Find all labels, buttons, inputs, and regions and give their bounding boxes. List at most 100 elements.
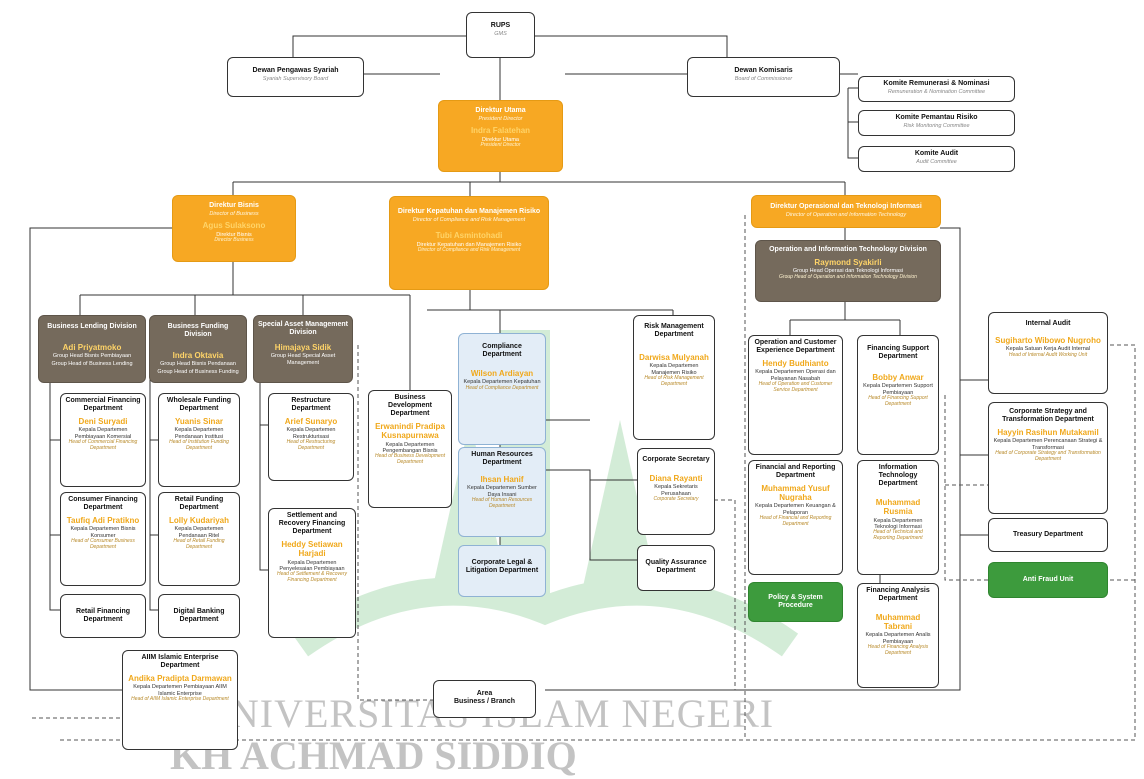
dept-head-role-en: Head of Settlement & Recovery Financing … <box>276 571 348 583</box>
area-title: Area <box>476 690 493 697</box>
dept-title: Quality Assurance Department <box>645 559 707 575</box>
retail-funding-dept: Retail Funding Department Lolly Kudariya… <box>158 492 240 586</box>
corporate-secretary-box: Corporate Secretary Diana Rayanti Kepala… <box>637 448 715 535</box>
dept-head-name: Lolly Kudariyah <box>168 516 229 526</box>
komisaris-title: Dewan Komisaris <box>734 67 793 74</box>
dept-title: Wholesale Funding Department <box>166 397 232 413</box>
dept-head-name: Andika Pradipta Darmawan <box>128 674 232 684</box>
dept-title: Retail Financing Department <box>75 608 131 624</box>
wholesale-funding-dept: Wholesale Funding Department Yuanis Sina… <box>158 393 240 487</box>
division-head-role: Group Head Bisnis Pembiayaan <box>52 353 132 360</box>
dept-head-name: Diana Rayanti <box>649 474 703 484</box>
director-compliance-box: Direktur Kepatuhan dan Manajemen Risiko … <box>389 196 549 290</box>
dept-title: Restructure Department <box>291 397 331 413</box>
quality-assurance-dept: Quality Assurance Department <box>637 545 715 591</box>
director-role-en: Director Business <box>214 236 254 243</box>
division-title: Business Funding Division <box>167 323 229 339</box>
dept-title: Commercial Financing Department <box>65 397 141 413</box>
dept-title: Financial and Reporting Department <box>755 464 836 480</box>
committee-subtitle: Risk Monitoring Committee <box>903 123 970 130</box>
dps-subtitle: Syariah Supervisory Board <box>262 76 329 83</box>
director-title: Direktur Kepatuhan dan Manajemen Risiko <box>397 208 541 215</box>
dept-title: Compliance Department <box>482 343 522 359</box>
dept-title: Digital Banking Department <box>173 608 225 624</box>
dept-title: AIIM Islamic Enterprise Department <box>141 654 219 670</box>
division-head-role-en: Group Head of Business Funding <box>157 368 239 375</box>
dept-title: Anti Fraud Unit <box>1022 576 1074 583</box>
dept-head-name: Heddy Setiawan Harjadi <box>281 540 343 559</box>
rups-subtitle: GMS <box>494 31 507 38</box>
dept-head-name: Muhammad Rusmia <box>875 498 921 517</box>
dept-head-role-en: Head of Financing Analysis Department <box>867 644 929 656</box>
division-head-name: Adi Priyatmoko <box>62 343 122 353</box>
division-head-name: Himajaya Sidik <box>274 343 332 353</box>
division-head-role-en: Group Head of Business Lending <box>51 360 133 367</box>
committee-remuneration-box: Komite Remunerasi & Nominasi Remuneratio… <box>858 76 1015 102</box>
dept-head-name: Hendy Budhianto <box>762 359 829 369</box>
dept-head-role-en: Head of Internal Audit Working Unit <box>1008 351 1088 358</box>
director-role-en: Director of Compliance and Risk Manageme… <box>417 246 521 253</box>
division-head-name: Raymond Syakirli <box>814 258 882 268</box>
business-lending-division-box: Business Lending Division Adi Priyatmoko… <box>38 315 146 383</box>
division-title: Operation and Information Technology Div… <box>769 246 927 253</box>
dept-head-role-en: Head of Commercial Financing Department <box>68 438 138 451</box>
komisaris-subtitle: Board of Commissioner <box>734 76 793 83</box>
director-subtitle: Director of Business <box>209 211 259 218</box>
division-head-role-en: Group Head of Operation and Information … <box>779 273 917 280</box>
director-subtitle: Director of Operation and Information Te… <box>785 212 907 219</box>
director-operation-box: Direktur Operasional dan Teknologi Infor… <box>751 195 941 228</box>
dept-title: Financing Analysis Department <box>866 587 930 603</box>
dept-title: Corporate Legal & Litigation Department <box>465 559 539 575</box>
financial-reporting-dept: Financial and Reporting Department Muham… <box>748 460 843 575</box>
dept-head-role: Kepala Departemen Support Pembiayaan <box>863 383 933 396</box>
division-head-role: Group Head Special Asset Management <box>270 353 336 366</box>
division-head-role: Group Head Bisnis Pendanaan <box>160 361 236 368</box>
dept-head-name: Erwanindi Pradipa Kusnapurnawa <box>375 422 445 441</box>
director-name: Tubi Asmintohadi <box>435 231 503 241</box>
dept-head-role-en: Head of AIIM Islamic Enterprise Departme… <box>131 695 229 702</box>
dept-head-name: Yuanis Sinar <box>174 417 224 427</box>
operation-customer-experience-dept: Operation and Customer Experience Depart… <box>748 335 843 455</box>
committee-audit-box: Komite Audit Audit Committee <box>858 146 1015 172</box>
director-role: Direktur Bisnis <box>216 231 252 238</box>
dept-head-name: Ihsan Hanif <box>480 475 524 485</box>
dept-head-role-en: Head of Human Resources Department <box>471 496 533 509</box>
division-title: Special Asset Management Division <box>258 321 348 337</box>
dept-head-role: Kepala Departemen Perencanaan Strategi &… <box>993 438 1103 451</box>
komisaris-box: Dewan Komisaris Board of Commissioner <box>687 57 840 97</box>
treasury-dept: Treasury Department <box>988 518 1108 552</box>
dept-title: Corporate Secretary <box>642 456 710 463</box>
director-name: Agus Sulaksono <box>202 221 266 231</box>
dept-head-role-en: Head of Financing Support Department <box>868 394 928 407</box>
dps-title: Dewan Pengawas Syariah <box>252 67 339 74</box>
dps-box: Dewan Pengawas Syariah Syariah Superviso… <box>227 57 364 97</box>
dept-head-role: Kepala Departemen Bisnis Konsumer <box>70 526 136 539</box>
rups-box: RUPS GMS <box>466 12 535 58</box>
digital-banking-dept: Digital Banking Department <box>158 594 240 638</box>
dept-head-name: Wilson Ardiayan <box>470 369 534 379</box>
dept-head-role: Kepala Departemen Pembiayaan Komersial <box>74 427 132 440</box>
dept-head-name: Darwisa Mulyanah <box>639 353 709 363</box>
policy-system-procedure-box: Policy & System Procedure <box>748 582 843 622</box>
dept-head-role-en: Head of Technical and Reporting Departme… <box>873 529 923 541</box>
compliance-dept: Compliance Department Wilson Ardiayan Ke… <box>458 333 546 445</box>
dept-title: Human Resources Department <box>471 451 533 467</box>
corporate-legal-dept: Corporate Legal & Litigation Department <box>458 545 546 597</box>
dept-title: Corporate Strategy and Transformation De… <box>1002 408 1094 424</box>
dept-head-role: Kepala Departemen Pengembangan Bisnis <box>382 441 438 454</box>
dept-head-role-en: Head of Corporate Strategy and Transform… <box>995 449 1101 462</box>
committee-title: Komite Pemantau Risiko <box>895 114 978 121</box>
human-resources-dept: Human Resources Department Ihsan Hanif K… <box>458 447 546 537</box>
special-asset-division-box: Special Asset Management Division Himaja… <box>253 315 353 383</box>
director-title: Direktur Operasional dan Teknologi Infor… <box>770 203 922 210</box>
dept-head-role: Kepala Departemen Keuangan & Pelaporan <box>755 503 836 516</box>
dept-head-name: Bobby Anwar <box>872 373 924 383</box>
dept-title: Settlement and Recovery Financing Depart… <box>278 512 346 536</box>
retail-financing-dept: Retail Financing Department <box>60 594 146 638</box>
dept-head-role: Kepala Satuan Kerja Audit Internal <box>1005 346 1091 353</box>
president-role-en: President Director <box>480 141 521 148</box>
committee-title: Komite Audit <box>914 150 959 157</box>
dept-head-role-en: Head of Financial and Reporting Departme… <box>759 515 832 527</box>
director-business-box: Direktur Bisnis Director of Business Agu… <box>172 195 296 262</box>
dept-head-name: Deni Suryadi <box>78 417 128 427</box>
